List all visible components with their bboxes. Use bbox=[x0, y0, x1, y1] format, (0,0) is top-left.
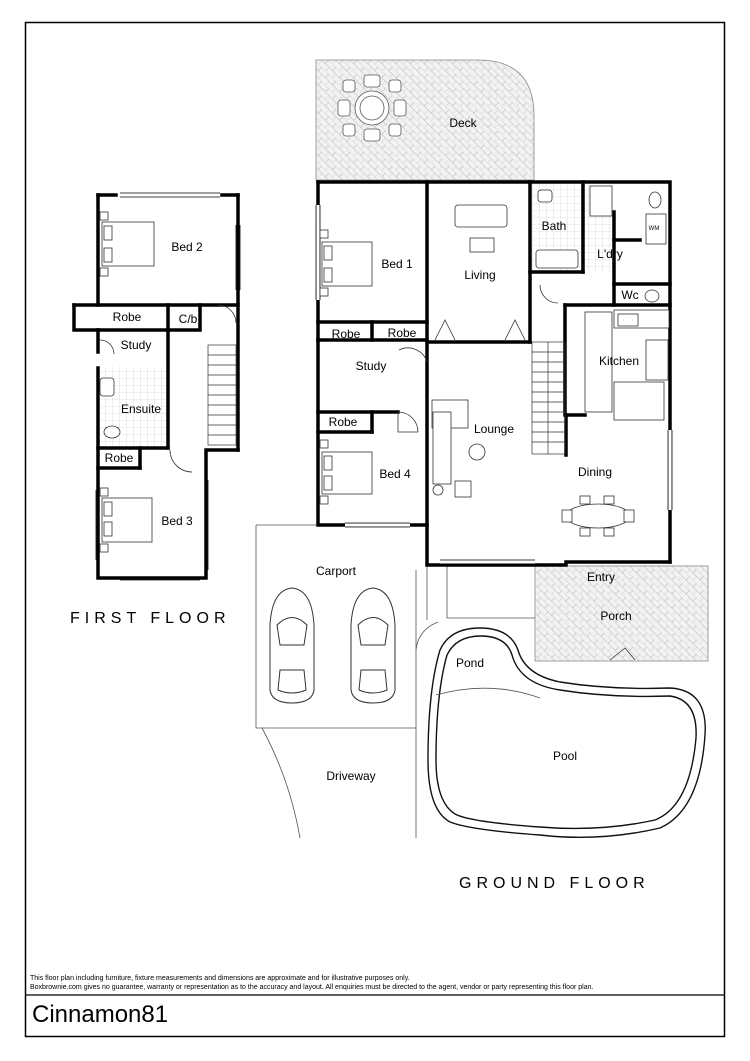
porch-label: Porch bbox=[600, 609, 632, 623]
robe-label-a: Robe bbox=[331, 327, 361, 341]
pool-outline bbox=[427, 627, 706, 839]
wc-label: Wc bbox=[621, 288, 639, 302]
disclaimer-line-2: Boxbrownie.com gives no guarantee, warra… bbox=[30, 984, 594, 991]
dining-table bbox=[561, 495, 635, 537]
car-left bbox=[269, 587, 315, 704]
living-label: Living bbox=[464, 268, 496, 282]
living-furniture bbox=[431, 204, 508, 498]
first-doors bbox=[99, 304, 237, 473]
page-border bbox=[24, 21, 726, 1038]
bed-4 bbox=[319, 439, 373, 505]
bed2-label: Bed 2 bbox=[171, 240, 203, 254]
bed-2 bbox=[99, 211, 155, 277]
bed-1 bbox=[319, 229, 373, 297]
driveway-label: Driveway bbox=[326, 769, 376, 783]
carport-label: Carport bbox=[315, 564, 357, 578]
ff-robe-label-a: Robe bbox=[112, 310, 142, 324]
lounge-label: Lounge bbox=[473, 422, 515, 436]
bed4-label: Bed 4 bbox=[379, 467, 411, 481]
bed1-label: Bed 1 bbox=[381, 257, 413, 271]
bed3-label: Bed 3 bbox=[161, 514, 193, 528]
deck-area bbox=[315, 59, 535, 181]
bath-label: Bath bbox=[541, 219, 567, 233]
porch-area bbox=[534, 565, 709, 662]
first-floor-title: FIRST FLOOR bbox=[70, 610, 231, 627]
ground-stairs bbox=[531, 341, 566, 455]
wm-label: WM bbox=[648, 226, 660, 232]
ff-robe-label-b: Robe bbox=[104, 451, 134, 465]
entry-label: Entry bbox=[586, 570, 616, 584]
first-walls bbox=[72, 193, 240, 580]
ensuite-fixtures bbox=[99, 377, 121, 439]
bed-3 bbox=[99, 487, 153, 553]
ground-floor-title: GROUND FLOOR bbox=[459, 875, 650, 892]
bath-fixtures bbox=[535, 185, 667, 303]
dining-label: Dining bbox=[577, 465, 613, 479]
robe-label-b: Robe bbox=[387, 326, 417, 340]
windows bbox=[315, 205, 673, 565]
robe-label-c: Robe bbox=[328, 415, 358, 429]
deck-table bbox=[337, 74, 407, 142]
kitchen-fixtures bbox=[584, 309, 670, 421]
ensuite-label: Ensuite bbox=[120, 402, 162, 416]
pool-label: Pool bbox=[552, 749, 578, 763]
deck-label: Deck bbox=[449, 116, 477, 130]
car-right bbox=[350, 587, 396, 704]
brand-name: Cinnamon81 bbox=[32, 1001, 169, 1028]
cb-label: C/b bbox=[178, 312, 198, 326]
disclaimer-line-1: This floor plan including furniture, fix… bbox=[30, 975, 410, 982]
ff-study-label: Study bbox=[120, 338, 152, 352]
kitchen-label: Kitchen bbox=[598, 354, 640, 368]
first-windows bbox=[95, 192, 241, 581]
first-stairs bbox=[207, 344, 237, 446]
study-label: Study bbox=[355, 359, 387, 373]
pond-divider bbox=[435, 687, 541, 699]
pond-label: Pond bbox=[455, 656, 485, 670]
ground-doors bbox=[397, 284, 636, 661]
laundry-label: L'dry bbox=[597, 247, 623, 261]
